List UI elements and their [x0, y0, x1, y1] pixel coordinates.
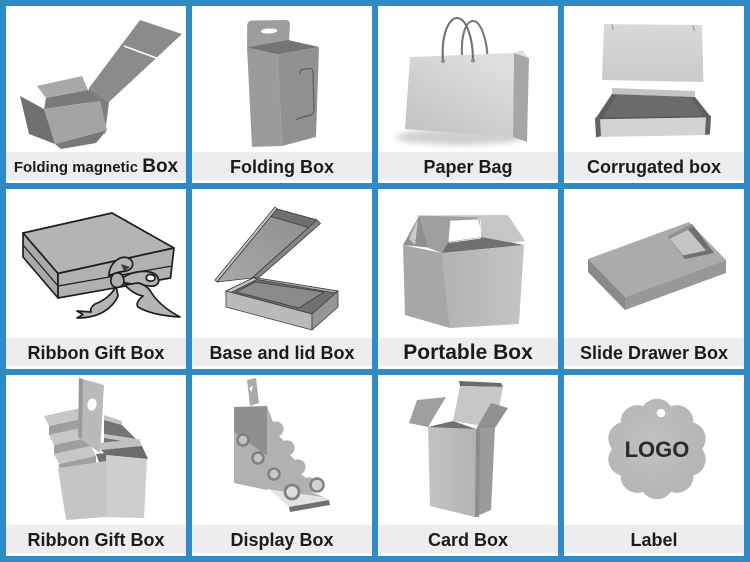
- svg-text:LOGO: LOGO: [625, 437, 690, 462]
